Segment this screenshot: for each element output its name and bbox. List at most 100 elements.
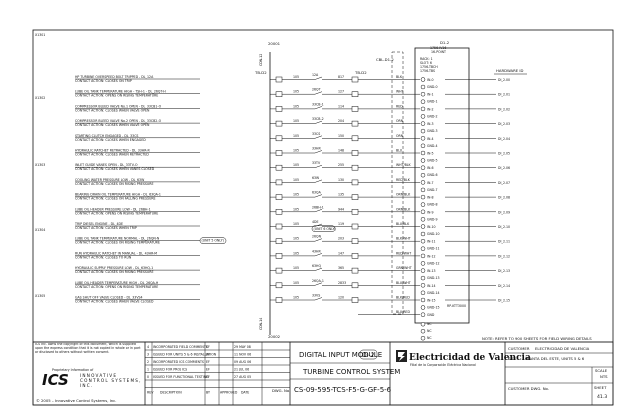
nc-label: NC [427, 336, 432, 340]
input-point [420, 121, 426, 126]
input-description: GAS SHUT OFF VALVE CLOSED - DL_33VS4 [75, 296, 143, 300]
input-point [420, 297, 426, 303]
module-rtb: 1756-TBCH [420, 65, 438, 69]
revision-date: 11 NOV 06 [234, 353, 251, 357]
wire-number-right: 120 [338, 296, 344, 300]
scale-label: SCALE [595, 368, 608, 373]
ground-point [420, 290, 426, 296]
module-box [414, 47, 470, 324]
revision-number: 0 [147, 375, 149, 379]
ground-label: GND-14 [427, 291, 440, 295]
input-label: IN-12 [427, 254, 436, 258]
revision-description: ISSUED FOR UNITS 5 & 6 INSTALLATION [153, 353, 217, 357]
wire-number-right: 119 [338, 222, 344, 226]
rp-label: RP-KTT3000 [447, 304, 466, 308]
device-tag: 43HR [312, 249, 321, 253]
ground-point [420, 143, 426, 149]
customer-label: CUSTOMER [508, 346, 530, 351]
terminal-block [351, 135, 359, 142]
wire-number-left: 105 [293, 90, 299, 94]
customer-dwg-label: CUSTOMER DWG. No. [508, 386, 549, 391]
terminal-block [351, 209, 359, 215]
hardware-id: DI_2.10 [498, 225, 510, 229]
revision-date: 21 JUL 06 [234, 368, 249, 372]
wire-number-right: 365 [338, 266, 344, 270]
wire-number-left: 105 [293, 281, 299, 285]
wire-number-left: 105 [293, 134, 299, 138]
contact-symbol [314, 91, 323, 95]
input-label: IN-3 [427, 122, 434, 126]
input-point [420, 106, 426, 112]
ground-point [420, 312, 426, 317]
terminal-block [351, 282, 359, 289]
revision-description: ISSUED FOR PROJ ICS [153, 368, 187, 372]
input-description: HP TURBINE OVERSPEED BOLT TRIPPED - DL_1… [75, 75, 154, 79]
copyright-text: © 2005 – Innovative Control Systems, Inc… [36, 398, 116, 403]
ground-point [420, 261, 426, 266]
nc-point [420, 328, 426, 334]
input-label: IN-11 [427, 240, 436, 244]
contact-symbol [314, 238, 323, 242]
wire-color: ORN [396, 134, 404, 138]
tb-label-right: TB-D2 [354, 70, 367, 75]
unit-tag-box [311, 225, 336, 232]
revision-number: 3 [147, 353, 149, 357]
terminal-block [351, 106, 359, 112]
input-contact-action: CONTACT ACTION: CLOSES WHEN VALVE CLOSED [75, 300, 154, 304]
wire-color: BLU/RED [396, 310, 410, 314]
input-contact-action: CONTACT ACTION: CLOSES ON RISING TEMPERA… [75, 241, 160, 245]
input-description: BEARING DRAIN OIL TEMPERATURE HIGH - DL_… [75, 193, 161, 197]
wire-color: BLK/WHT [396, 237, 411, 241]
input-contact-action: CONTACT ACTION: CLOSES ON FALLING PRESSU… [75, 197, 156, 201]
wire-color: RED [396, 104, 403, 108]
contact-symbol [314, 179, 323, 183]
terminal-block [351, 164, 359, 171]
wire-number-right: 130 [338, 178, 344, 182]
contact-symbol [314, 76, 323, 80]
wire-number-left: 105 [293, 222, 299, 226]
title-top: DIGITAL INPUT MODULE [299, 351, 382, 359]
revision-number: 1 [147, 368, 149, 372]
ground-label: GND-2 [427, 114, 438, 118]
input-point [420, 91, 426, 97]
contact-symbol [314, 106, 323, 110]
input-contact-action: CONTACT ACTION: CLOSES WHEN VANES CLOSED [75, 167, 155, 171]
input-description: TRIP DIESEL ENGINE - DL_4DE [74, 222, 123, 226]
unit-tag-box [199, 237, 227, 244]
ground-label: GND-0 [427, 85, 438, 89]
revision-by: EF [206, 368, 210, 372]
input-point [420, 209, 426, 215]
hardware-id: DI_2.08 [498, 196, 510, 200]
title-block: ICS Inc. owns the copyright of this docu… [32, 341, 614, 406]
rev-header-approved: APPROVED [220, 391, 238, 395]
device-tag: 33TV [312, 161, 321, 165]
ground-label: GND-8 [427, 203, 438, 207]
input-contact-action: CONTACT ACTION: CLOSES ON RISING PRESSUR… [75, 182, 153, 186]
module-rtb2: 1756-TBS [420, 69, 435, 73]
wire-color: BLU/BLK [396, 222, 410, 226]
hardware-id: DI_2.04 [498, 137, 510, 141]
input-label: IN-1 [427, 93, 434, 97]
input-contact-action: CONTACT ACTION: CLOSES WHEN VALVE OPEN [75, 108, 150, 112]
nc-point [420, 335, 426, 341]
wire-color: RED/WHT [396, 251, 411, 255]
contact-symbol [314, 150, 323, 154]
input-description: COMPRESSOR BLEED VALVE No.1 OPEN - DL_33… [75, 104, 162, 108]
wire-number-right: 114 [338, 104, 344, 108]
ground-point [420, 217, 426, 222]
terminal-block [275, 238, 283, 244]
device-tag: 33CB-2 [312, 117, 324, 121]
wire-number-left: 105 [293, 119, 299, 123]
wire-color: BLK/RED [396, 296, 410, 300]
scale-value: NTS [600, 374, 608, 379]
ground-label: GND-9 [427, 217, 438, 221]
terminal-block [275, 76, 283, 83]
input-point [420, 136, 426, 141]
nc-label: NC [427, 329, 432, 333]
contact-symbol [314, 164, 323, 168]
rung-label: X1303 [35, 163, 45, 167]
module-box-title: D1-2 [440, 40, 450, 45]
input-contact-action: CONTACT ACTION: CLOSES ON RISING PRESSUR… [75, 270, 153, 274]
